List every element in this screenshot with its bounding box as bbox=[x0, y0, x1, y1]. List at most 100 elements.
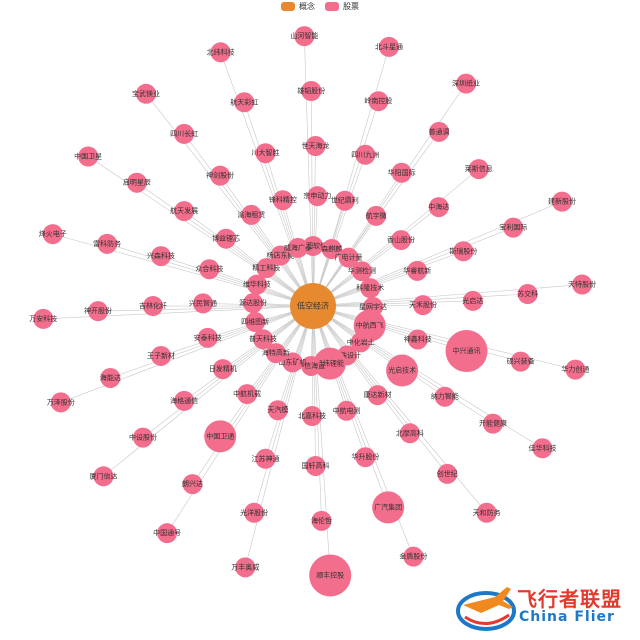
stock-node[interactable] bbox=[215, 228, 236, 249]
stock-node[interactable] bbox=[386, 354, 419, 387]
stock-node[interactable] bbox=[150, 345, 171, 366]
stock-node[interactable] bbox=[174, 123, 195, 144]
stock-node[interactable] bbox=[368, 91, 389, 112]
stock-node[interactable] bbox=[565, 359, 586, 380]
stock-node[interactable] bbox=[157, 523, 178, 544]
stock-node[interactable] bbox=[136, 83, 157, 104]
stock-node[interactable] bbox=[311, 510, 332, 531]
stock-node[interactable] bbox=[287, 237, 308, 258]
stock-node[interactable] bbox=[301, 355, 322, 376]
graph-link bbox=[52, 233, 314, 307]
stock-node[interactable] bbox=[93, 466, 114, 487]
stock-node[interactable] bbox=[399, 423, 420, 444]
stock-node[interactable] bbox=[245, 311, 266, 332]
stock-node[interactable] bbox=[305, 136, 326, 157]
legend-item-stock[interactable]: 股票 bbox=[325, 1, 359, 12]
stock-node[interactable] bbox=[126, 172, 147, 193]
stock-node[interactable] bbox=[321, 238, 342, 259]
stock-node[interactable] bbox=[407, 329, 428, 350]
stock-node[interactable] bbox=[33, 308, 54, 329]
stock-node[interactable] bbox=[510, 351, 531, 372]
stock-node[interactable] bbox=[552, 191, 573, 212]
stock-node[interactable] bbox=[182, 474, 203, 495]
stock-node[interactable] bbox=[355, 447, 376, 468]
stock-node[interactable] bbox=[270, 245, 291, 266]
stock-node[interactable] bbox=[355, 144, 376, 165]
stock-node[interactable] bbox=[301, 81, 322, 102]
stock-node[interactable] bbox=[265, 343, 286, 364]
stock-node[interactable] bbox=[193, 293, 214, 314]
stock-node[interactable] bbox=[482, 413, 503, 434]
stock-node[interactable] bbox=[235, 557, 256, 578]
stock-node[interactable] bbox=[517, 284, 538, 305]
stock-node[interactable] bbox=[97, 233, 118, 254]
stock-node[interactable] bbox=[403, 546, 424, 567]
stock-node[interactable] bbox=[307, 186, 328, 207]
stock-node[interactable] bbox=[294, 26, 315, 47]
stock-node[interactable] bbox=[366, 205, 387, 226]
stock-node[interactable] bbox=[246, 274, 267, 295]
stock-node[interactable] bbox=[336, 400, 357, 421]
stock-node[interactable] bbox=[503, 217, 524, 238]
stock-node[interactable] bbox=[302, 405, 323, 426]
stock-node[interactable] bbox=[391, 230, 412, 251]
stock-node[interactable] bbox=[50, 392, 71, 413]
stock-node[interactable] bbox=[42, 224, 63, 245]
stock-node[interactable] bbox=[88, 301, 109, 322]
stock-node[interactable] bbox=[210, 42, 231, 63]
stock-node[interactable] bbox=[428, 197, 449, 218]
stock-node[interactable] bbox=[462, 290, 483, 311]
stock-node[interactable] bbox=[212, 359, 233, 380]
stock-node[interactable] bbox=[272, 190, 293, 211]
stock-node[interactable] bbox=[150, 246, 171, 267]
stock-node[interactable] bbox=[407, 260, 428, 281]
stock-node[interactable] bbox=[372, 491, 405, 524]
stock-node[interactable] bbox=[532, 438, 553, 459]
stock-node[interactable] bbox=[412, 295, 433, 316]
stock-node[interactable] bbox=[334, 190, 355, 211]
stock-node[interactable] bbox=[360, 278, 381, 299]
stock-node[interactable] bbox=[174, 201, 195, 222]
stock-node[interactable] bbox=[429, 121, 450, 142]
stock-node[interactable] bbox=[243, 293, 264, 314]
stock-node[interactable] bbox=[78, 146, 99, 167]
stock-node[interactable] bbox=[309, 554, 352, 597]
stock-node[interactable] bbox=[434, 386, 455, 407]
stock-node[interactable] bbox=[391, 162, 412, 183]
stock-node[interactable] bbox=[132, 427, 153, 448]
stock-node[interactable] bbox=[456, 73, 477, 94]
legend-item-concept[interactable]: 概念 bbox=[281, 1, 315, 12]
stock-node[interactable] bbox=[453, 241, 474, 262]
stock-node[interactable] bbox=[468, 159, 489, 180]
stock-node[interactable] bbox=[378, 36, 399, 57]
stock-node[interactable] bbox=[204, 420, 237, 453]
stock-node[interactable] bbox=[282, 352, 303, 373]
stock-node[interactable] bbox=[199, 259, 220, 280]
stock-node[interactable] bbox=[350, 332, 371, 353]
stock-node[interactable] bbox=[253, 329, 274, 350]
stock-node[interactable] bbox=[174, 390, 195, 411]
stock-node[interactable] bbox=[445, 330, 488, 373]
stock-node[interactable] bbox=[197, 327, 218, 348]
concept-node[interactable] bbox=[290, 283, 336, 329]
stock-node[interactable] bbox=[100, 367, 121, 388]
stock-node[interactable] bbox=[313, 347, 346, 380]
stock-node[interactable] bbox=[305, 455, 326, 476]
stock-node[interactable] bbox=[255, 448, 276, 469]
stock-node[interactable] bbox=[234, 92, 255, 113]
stock-node[interactable] bbox=[241, 204, 262, 225]
stock-node[interactable] bbox=[210, 165, 231, 186]
stock-node[interactable] bbox=[237, 384, 258, 405]
stock-node[interactable] bbox=[572, 274, 593, 295]
stock-node[interactable] bbox=[256, 258, 277, 279]
stock-node[interactable] bbox=[437, 463, 458, 484]
stock-node[interactable] bbox=[255, 143, 276, 164]
stock-node[interactable] bbox=[338, 247, 359, 268]
stock-node[interactable] bbox=[351, 261, 372, 282]
stock-node[interactable] bbox=[143, 296, 163, 317]
stock-node[interactable] bbox=[367, 385, 388, 406]
stock-node[interactable] bbox=[267, 400, 288, 421]
stock-node[interactable] bbox=[244, 502, 265, 523]
stock-node[interactable] bbox=[476, 502, 497, 523]
stock-node[interactable] bbox=[303, 236, 323, 256]
